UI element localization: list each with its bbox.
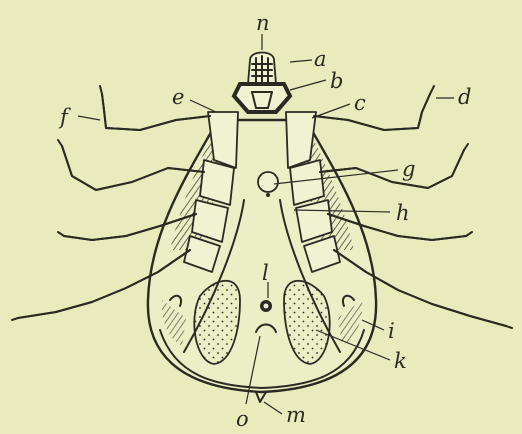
label-f: f — [58, 105, 71, 129]
label-m: m — [286, 403, 306, 427]
capitulum — [234, 53, 290, 113]
label-g: g — [402, 157, 415, 181]
label-c: c — [354, 91, 366, 115]
label-a: a — [314, 47, 327, 71]
label-e: e — [172, 85, 184, 109]
anal-nub — [256, 392, 266, 402]
label-h: h — [396, 201, 410, 225]
label-k: k — [394, 349, 407, 373]
label-i: i — [388, 319, 395, 343]
label-l: l — [262, 261, 269, 285]
label-o: o — [236, 407, 249, 431]
label-d: d — [458, 85, 471, 109]
label-b: b — [330, 69, 343, 93]
label-n: n — [256, 11, 270, 35]
